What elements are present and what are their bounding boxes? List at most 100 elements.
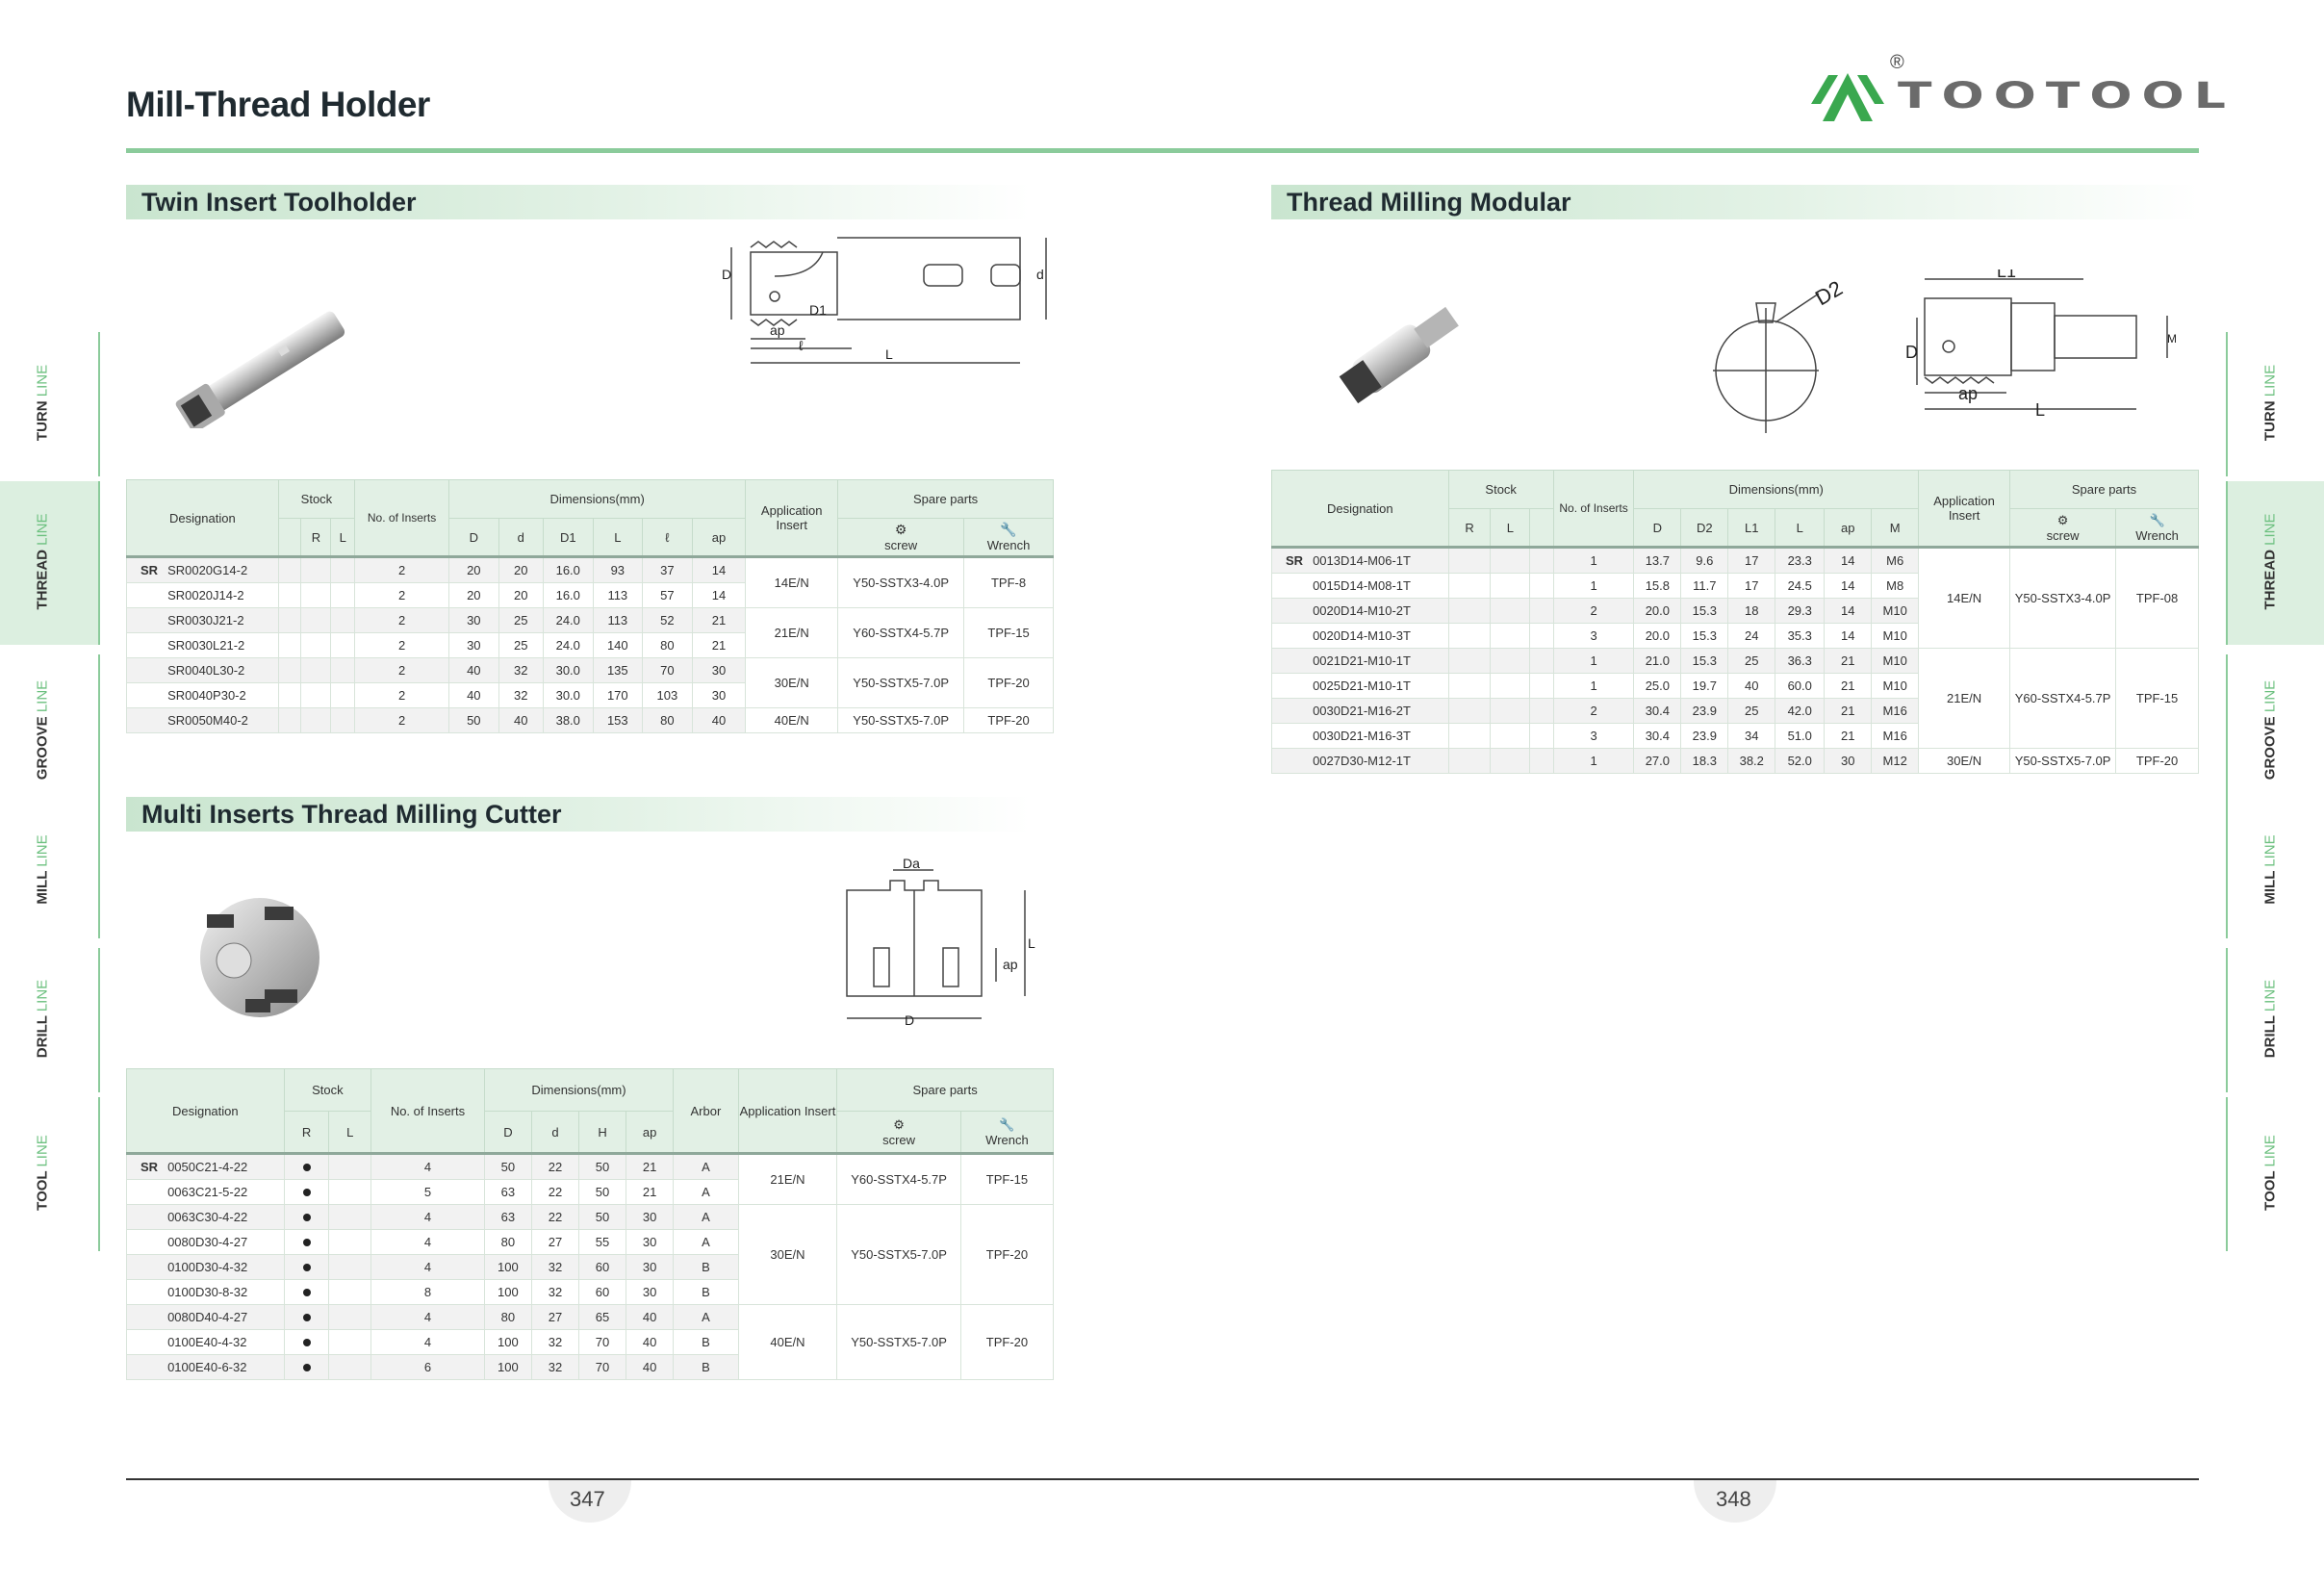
stock-dot-icon [302, 1364, 311, 1371]
designation-code: 0013D14-M06-1T [1313, 553, 1411, 568]
stock-indicator [283, 1179, 330, 1205]
side-tab-drill[interactable]: DRILL LINE [0, 948, 100, 1092]
stock-indicator [283, 1304, 330, 1330]
designation-code: SR0030L21-2 [167, 638, 245, 653]
stock-indicator [283, 1329, 330, 1355]
stock-indicator [283, 1204, 330, 1230]
col-inserts: No. of Inserts [354, 479, 450, 557]
stock-dot-icon [302, 1289, 311, 1296]
designation-code: 0030D21-M16-2T [1313, 704, 1411, 718]
screw-part-cell: Y60-SSTX4-5.7P [836, 1152, 961, 1205]
screw-part-cell: Y50-SSTX5-7.0P [2008, 748, 2117, 774]
side-tab-groove[interactable]: GROOVE LINE [2226, 654, 2324, 808]
drawing-label-d: d [1036, 267, 1044, 282]
designation-code: 0063C30-4-22 [167, 1210, 248, 1224]
series-label: SR [140, 563, 159, 577]
side-tab-suffix: LINE [2261, 513, 2279, 546]
drawing-label-ap: ap [1003, 957, 1018, 972]
stock-dot-icon [302, 1239, 311, 1246]
footer-divider [126, 1478, 2199, 1480]
designation-cell: SR0020D14-M10-3T [1271, 623, 1449, 649]
wrench-part-cell: TPF-08 [2115, 546, 2199, 649]
side-tab-suffix: LINE [2261, 979, 2279, 1012]
designation-code: 0020D14-M10-2T [1313, 603, 1411, 618]
side-tab-label: GROOVE [2261, 712, 2279, 781]
drawing-label-L1: L1 [1997, 269, 2016, 281]
wrench-icon: 🔧 [999, 1116, 1015, 1132]
designation-cell: SRSR0050M40-2 [126, 707, 279, 733]
col-stock: Stock [277, 479, 356, 519]
wrench-part-cell: TPF-15 [963, 607, 1054, 658]
side-tab-label: TURN [34, 397, 51, 442]
designation-cell: SR0027D30-M12-1T [1271, 748, 1449, 774]
drawing-label-l: ℓ [799, 338, 804, 353]
designation-cell: SR0080D30-4-27 [126, 1229, 285, 1255]
side-tab-tool[interactable]: TOOL LINE [2226, 1097, 2324, 1251]
stock-dot-icon [302, 1189, 311, 1196]
side-tab-drill[interactable]: DRILL LINE [2226, 948, 2324, 1092]
screw-part-cell: Y50-SSTX5-7.0P [836, 1304, 961, 1380]
designation-code: SR0050M40-2 [167, 713, 248, 728]
side-tab-turn[interactable]: TURN LINE [2226, 332, 2324, 476]
wrench-part-cell: TPF-15 [959, 1152, 1055, 1205]
drawing-label-L: L [885, 346, 893, 362]
side-tab-mill[interactable]: MILL LINE [0, 804, 100, 938]
table-row: SR0027D30-M12-1T127.018.338.252.030M1230… [1271, 748, 2199, 774]
modular-section-header: Thread Milling Modular [1271, 185, 2199, 219]
side-tab-label: DRILL [34, 1012, 51, 1059]
drawing-label-ap: ap [770, 322, 785, 338]
application-insert-cell: 21E/N [1918, 648, 2010, 749]
table-row: SRSR0050M40-22504038.0153804040E/NY50-SS… [126, 707, 1054, 733]
twin-holder-drawing: D d D1 ap ℓ L [722, 237, 1047, 364]
screw-part-cell: Y50-SSTX3-4.0P [2008, 546, 2117, 649]
side-tab-label: MILL [34, 866, 51, 905]
col-wrench: 🔧Wrench [963, 518, 1054, 557]
application-insert-cell: 21E/N [745, 607, 839, 658]
designation-cell: SR 0013D14-M06-1T [1271, 546, 1449, 574]
designation-cell: SR0030D21-M16-2T [1271, 698, 1449, 724]
side-tab-suffix: LINE [34, 979, 51, 1012]
designation-cell: SRSR0030J21-2 [126, 607, 279, 633]
side-tab-turn[interactable]: TURN LINE [0, 332, 100, 476]
designation-code: 0020D14-M10-3T [1313, 628, 1411, 643]
application-insert-cell: 21E/N [737, 1152, 838, 1205]
drawing-label-L: L [1028, 935, 1035, 951]
side-tab-tool[interactable]: TOOL LINE [0, 1097, 100, 1251]
application-insert-cell: 30E/N [737, 1204, 838, 1305]
side-tab-mill[interactable]: MILL LINE [2226, 804, 2324, 938]
header-divider [126, 148, 2199, 153]
drawing-label-D: D [722, 267, 731, 282]
side-tab-groove[interactable]: GROOVE LINE [0, 654, 100, 808]
application-insert-cell: 40E/N [737, 1304, 838, 1380]
stock-indicator [283, 1152, 330, 1180]
twin-section-header: Twin Insert Toolholder [126, 185, 1031, 219]
designation-cell: SR0100E40-4-32 [126, 1329, 285, 1355]
series-label: SR [1286, 553, 1304, 568]
table-row: SR0080D40-4-27480276540A40E/NY50-SSTX5-7… [126, 1304, 1055, 1380]
designation-code: SR0040P30-2 [167, 688, 246, 703]
stock-dot-icon [302, 1264, 311, 1271]
twin-holder-photo [175, 311, 345, 428]
page-number-right: 348 [1716, 1487, 1751, 1511]
application-insert-cell: 14E/N [745, 555, 839, 608]
brand-logo: TOOTOOL ® [1809, 52, 2226, 133]
application-insert-cell: 30E/N [1918, 748, 2010, 774]
brand-name: TOOTOOL [1898, 75, 2235, 117]
tootool-logo-icon [1811, 73, 1884, 121]
side-tab-thread[interactable]: THREAD LINE [0, 481, 100, 645]
designation-cell: SR0080D40-4-27 [126, 1304, 285, 1330]
designation-code: 0080D30-4-27 [167, 1235, 248, 1249]
side-tab-thread[interactable]: THREAD LINE [2226, 481, 2324, 645]
wrench-part-cell: TPF-20 [959, 1204, 1055, 1305]
application-insert-cell: 14E/N [1918, 546, 2010, 649]
